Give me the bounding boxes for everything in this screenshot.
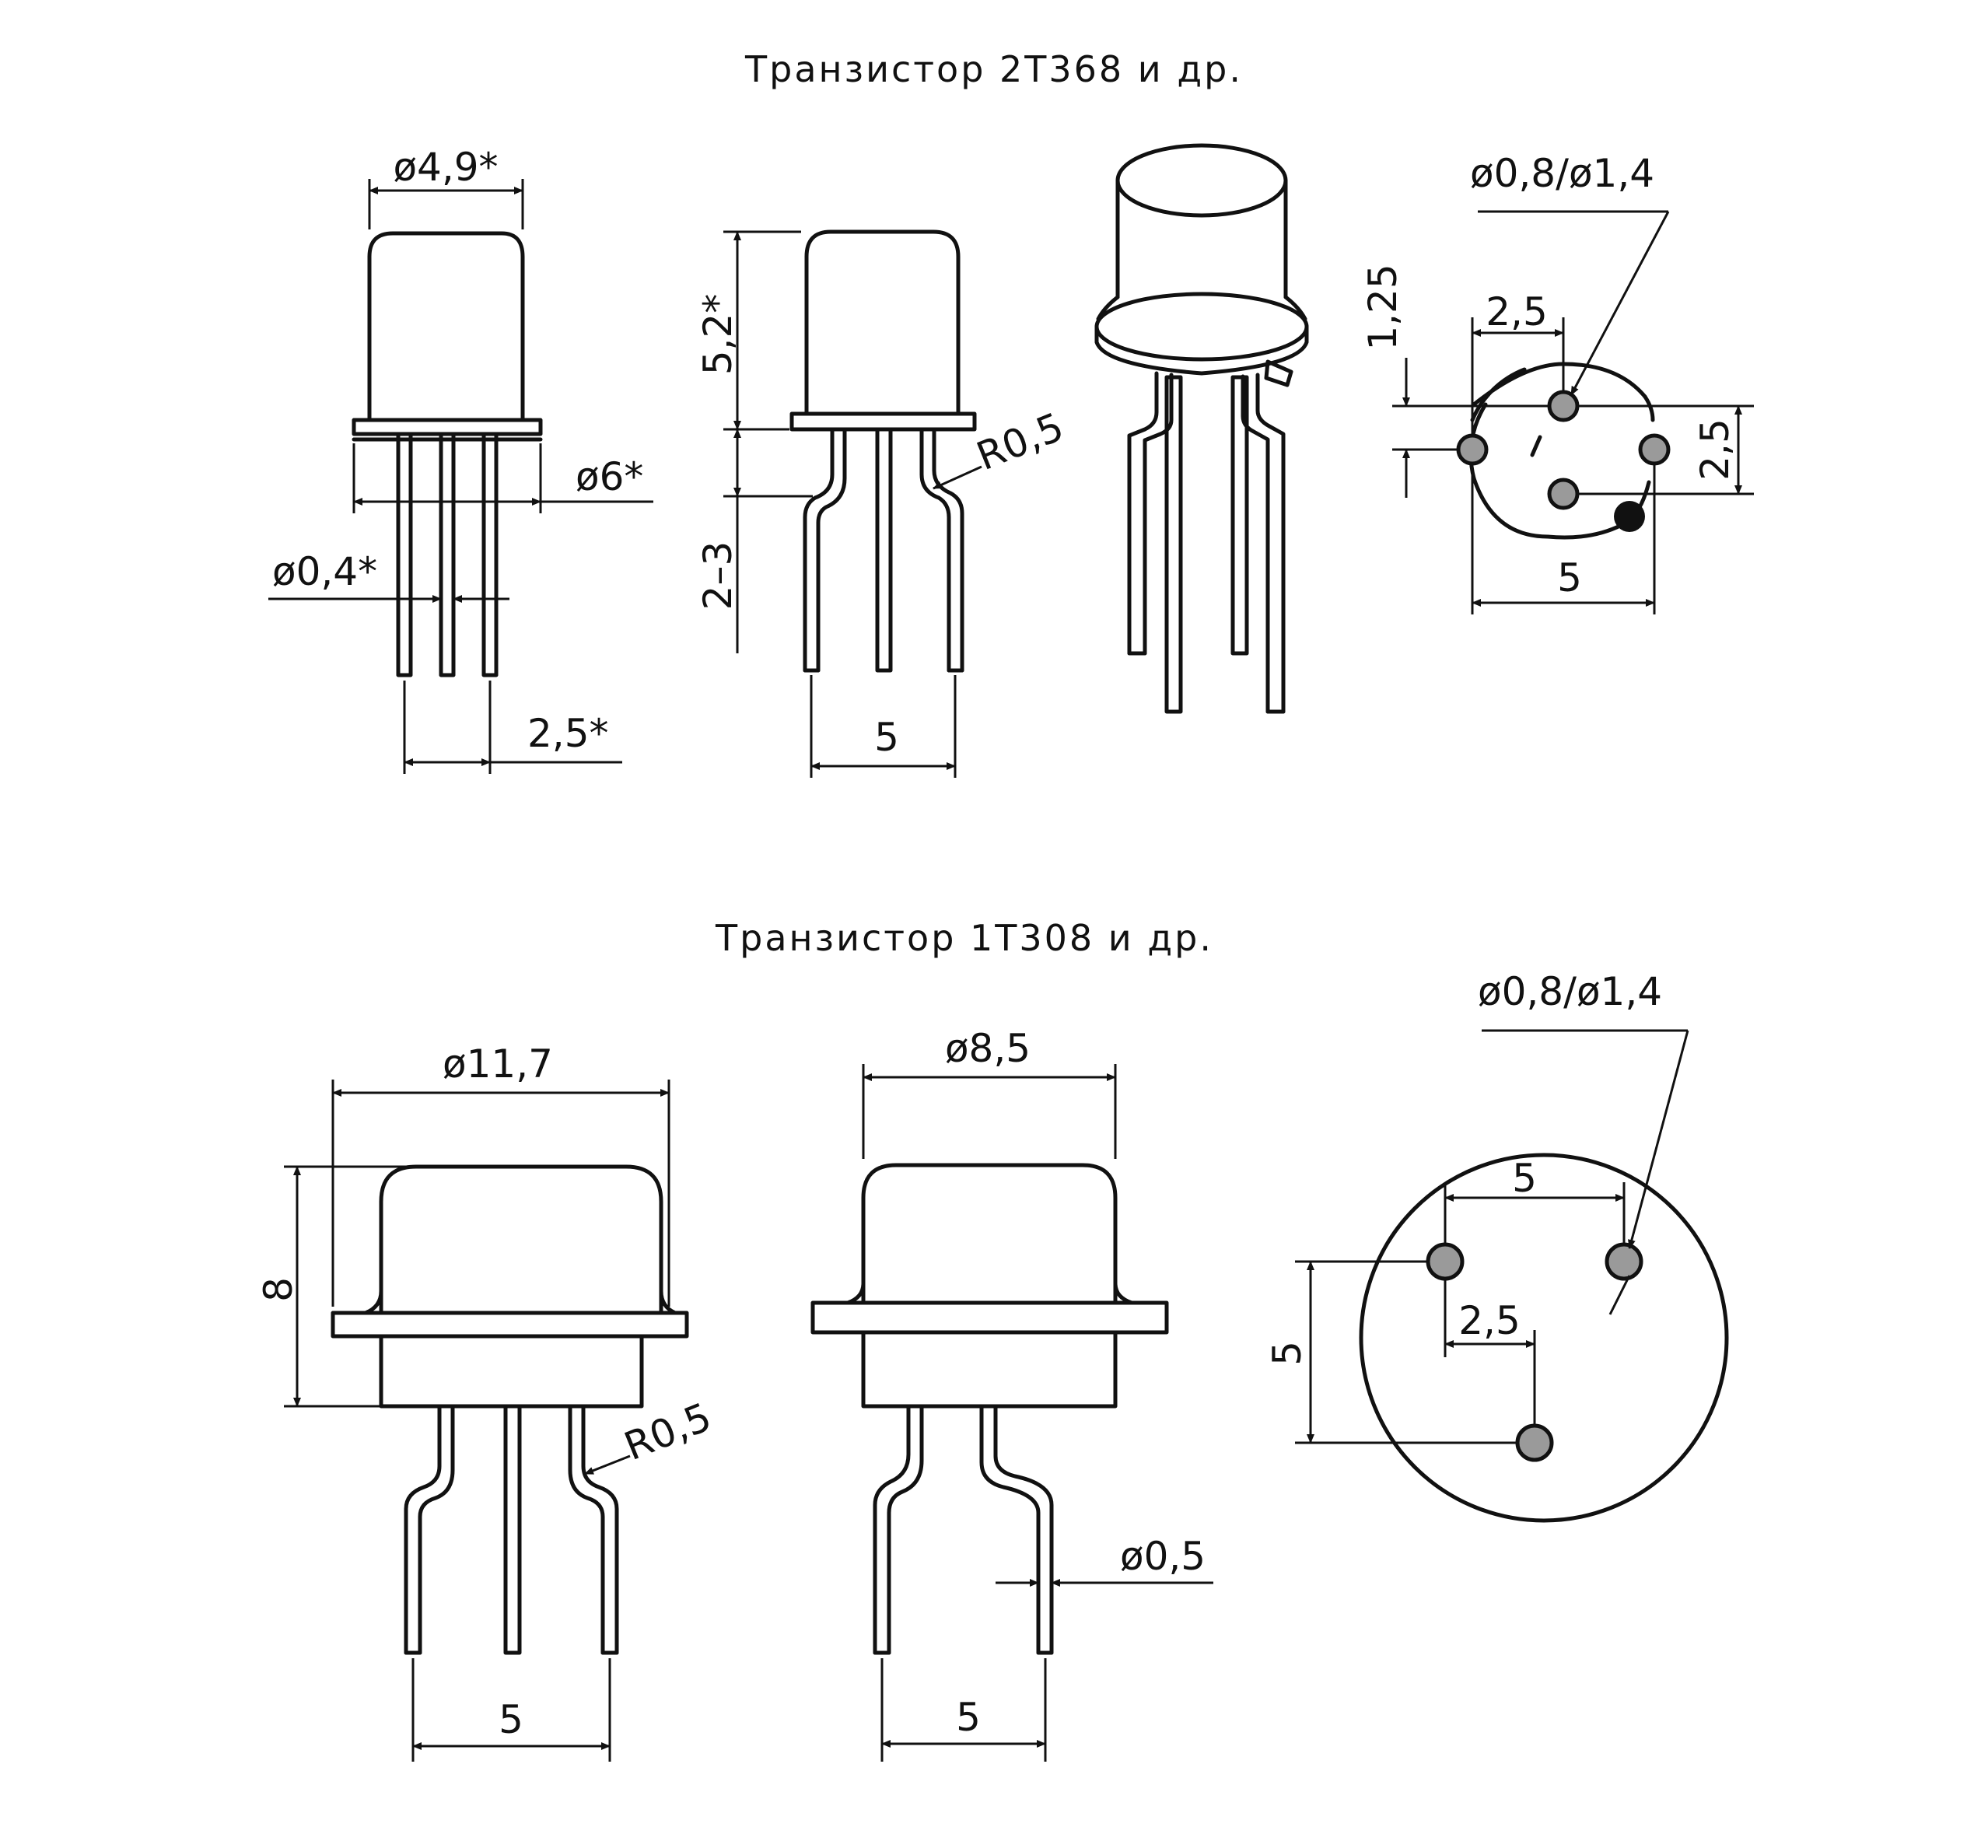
top-bend-label: 2–3 bbox=[695, 541, 740, 611]
bottom-side-view: ø8,5 ø0,5 5 bbox=[810, 1026, 1213, 1762]
top-pinout-view: ø0,8/ø1,4 2,5 1,25 2,5 5 bbox=[1360, 151, 1754, 614]
top-pitch-v-label: 2,5 bbox=[1692, 418, 1738, 481]
bottom-span-left-label: 5 bbox=[499, 1697, 523, 1742]
bottom-flange-dia-label: ø11,7 bbox=[443, 1041, 553, 1087]
bottom-front-view: ø11,7 8 R0,5 5 bbox=[256, 1041, 717, 1762]
top-height-label: 5,2* bbox=[695, 294, 740, 376]
top-offset-label: 1,25 bbox=[1360, 264, 1405, 350]
top-pitch-h-label: 2,5 bbox=[1486, 289, 1548, 334]
title-top: Транзистор 2Т368 и др. bbox=[744, 48, 1243, 90]
bottom-lead-dia-label: ø0,5 bbox=[1120, 1534, 1206, 1579]
top-lead-pitch-label: 2,5* bbox=[527, 711, 609, 756]
bottom-pinout-view: ø0,8/ø1,4 5 2,5 5 bbox=[1265, 969, 1729, 1523]
top-span-label: 5 bbox=[874, 715, 899, 760]
top-base-span-label: 5 bbox=[1557, 555, 1582, 600]
bottom-pad-dia-label: ø0,8/ø1,4 bbox=[1478, 969, 1662, 1014]
bottom-span-mid-label: 5 bbox=[956, 1695, 981, 1740]
top-front-view: ø4,9* ø6* ø0,4* 2,5* bbox=[268, 145, 653, 774]
bottom-body-dia-label: ø8,5 bbox=[945, 1026, 1031, 1071]
top-3d-view bbox=[1094, 143, 1309, 714]
top-body-dia-label: ø4,9* bbox=[393, 145, 498, 190]
top-flange-dia-label: ø6* bbox=[576, 454, 643, 499]
title-bottom: Транзистор 1Т308 и др. bbox=[715, 917, 1213, 959]
top-radius-label: R0,5 bbox=[971, 404, 1070, 480]
top-pad-dia-label: ø0,8/ø1,4 bbox=[1470, 151, 1654, 196]
top-lead-dia-label: ø0,4* bbox=[272, 549, 377, 594]
bottom-height-label: 8 bbox=[256, 1277, 301, 1302]
bottom-pitch-h-label: 5 bbox=[1512, 1156, 1537, 1201]
bottom-pitch-small-label: 2,5 bbox=[1458, 1298, 1521, 1343]
bottom-pitch-v-label: 5 bbox=[1265, 1341, 1310, 1366]
top-side-view: 5,2* 2–3 R0,5 5 bbox=[695, 229, 1070, 778]
